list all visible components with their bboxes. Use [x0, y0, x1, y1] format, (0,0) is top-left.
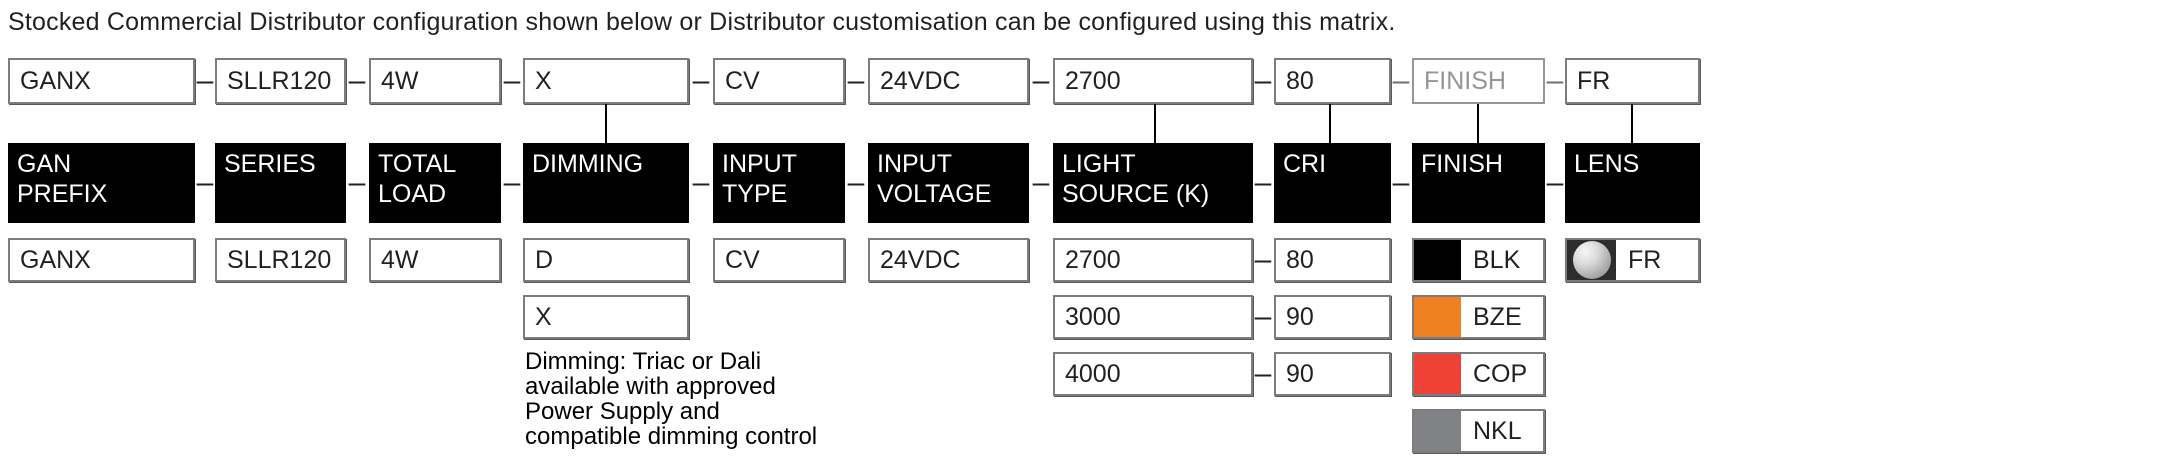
- separator-dash: –: [1254, 357, 1272, 390]
- connector-line-dimming: [605, 104, 607, 143]
- connector-line-finish: [1477, 104, 1479, 143]
- finish-swatch-nickel: [1414, 411, 1461, 451]
- finish-label: BZE: [1473, 302, 1522, 331]
- separator-dash: –: [1254, 166, 1272, 199]
- option-light-source-4000: 4000: [1053, 352, 1253, 396]
- separator-dash: –: [847, 166, 865, 199]
- header-input-type: INPUT TYPE: [713, 143, 845, 223]
- header-input-voltage: INPUT VOLTAGE: [868, 143, 1029, 223]
- separator-dash: –: [1032, 166, 1050, 199]
- lens-option-fr: FR: [1565, 238, 1700, 282]
- code-box-gan-prefix: GANX: [8, 58, 195, 104]
- finish-option-bze: BZE: [1412, 295, 1545, 339]
- separator-dash: –: [1254, 64, 1272, 97]
- separator-dash: –: [1254, 243, 1272, 276]
- finish-swatch-black: [1414, 240, 1461, 280]
- finish-label: COP: [1473, 359, 1528, 388]
- header-lens: LENS: [1565, 143, 1700, 223]
- finish-label: BLK: [1473, 245, 1521, 274]
- code-box-lens: FR: [1565, 58, 1700, 104]
- finish-swatch-bronze: [1414, 297, 1461, 337]
- finish-option-blk: BLK: [1412, 238, 1545, 282]
- header-cri: CRI: [1274, 143, 1391, 223]
- page-title: Stocked Commercial Distributor configura…: [8, 8, 1396, 36]
- header-series: SERIES: [215, 143, 346, 223]
- code-box-series: SLLR120: [215, 58, 346, 104]
- separator-dash: –: [847, 64, 865, 97]
- separator-dash: –: [1032, 64, 1050, 97]
- option-series: SLLR120: [215, 238, 346, 282]
- connector-line-cri: [1329, 104, 1331, 143]
- separator-dash: –: [348, 64, 366, 97]
- separator-dash: –: [503, 64, 521, 97]
- code-box-input-voltage: 24VDC: [868, 58, 1029, 104]
- option-total-load: 4W: [369, 238, 501, 282]
- option-dimming-x: X: [523, 295, 689, 339]
- connector-line-lens: [1631, 104, 1633, 143]
- option-dimming-d: D: [523, 238, 689, 282]
- separator-dash: –: [503, 166, 521, 199]
- option-cri-90: 90: [1274, 295, 1391, 339]
- separator-dash: –: [1546, 64, 1564, 97]
- finish-option-cop: COP: [1412, 352, 1545, 396]
- code-box-cri: 80: [1274, 58, 1391, 104]
- header-dimming: DIMMING: [523, 143, 689, 223]
- option-input-voltage: 24VDC: [868, 238, 1029, 282]
- code-box-light-source: 2700: [1053, 58, 1253, 104]
- finish-swatch-copper: [1414, 354, 1461, 394]
- header-gan-prefix: GAN PREFIX: [8, 143, 195, 223]
- frosted-lens-icon: [1567, 240, 1616, 280]
- code-box-total-load: 4W: [369, 58, 501, 104]
- option-light-source-3000: 3000: [1053, 295, 1253, 339]
- option-light-source-2700: 2700: [1053, 238, 1253, 282]
- header-finish: FINISH: [1412, 143, 1545, 223]
- connector-line-light-source: [1154, 104, 1156, 143]
- option-cri-80: 80: [1274, 238, 1391, 282]
- separator-dash: –: [1254, 300, 1272, 333]
- option-gan-prefix: GANX: [8, 238, 195, 282]
- separator-dash: –: [348, 166, 366, 199]
- separator-dash: –: [1392, 64, 1410, 97]
- header-total-load: TOTAL LOAD: [369, 143, 501, 223]
- code-box-input-type: CV: [713, 58, 845, 104]
- separator-dash: –: [196, 166, 214, 199]
- header-light-source: LIGHT SOURCE (K): [1053, 143, 1253, 223]
- lens-label: FR: [1628, 245, 1662, 274]
- option-cri-90: 90: [1274, 352, 1391, 396]
- finish-option-nkl: NKL: [1412, 409, 1545, 453]
- separator-dash: –: [1392, 166, 1410, 199]
- option-input-type: CV: [713, 238, 845, 282]
- code-box-dimming: X: [523, 58, 689, 104]
- separator-dash: –: [692, 166, 710, 199]
- separator-dash: –: [1546, 166, 1564, 199]
- finish-label: NKL: [1473, 416, 1522, 445]
- separator-dash: –: [196, 64, 214, 97]
- dimming-note: Dimming: Triac or Dali available with ap…: [525, 348, 818, 450]
- separator-dash: –: [692, 64, 710, 97]
- code-box-finish-placeholder: FINISH: [1412, 58, 1545, 104]
